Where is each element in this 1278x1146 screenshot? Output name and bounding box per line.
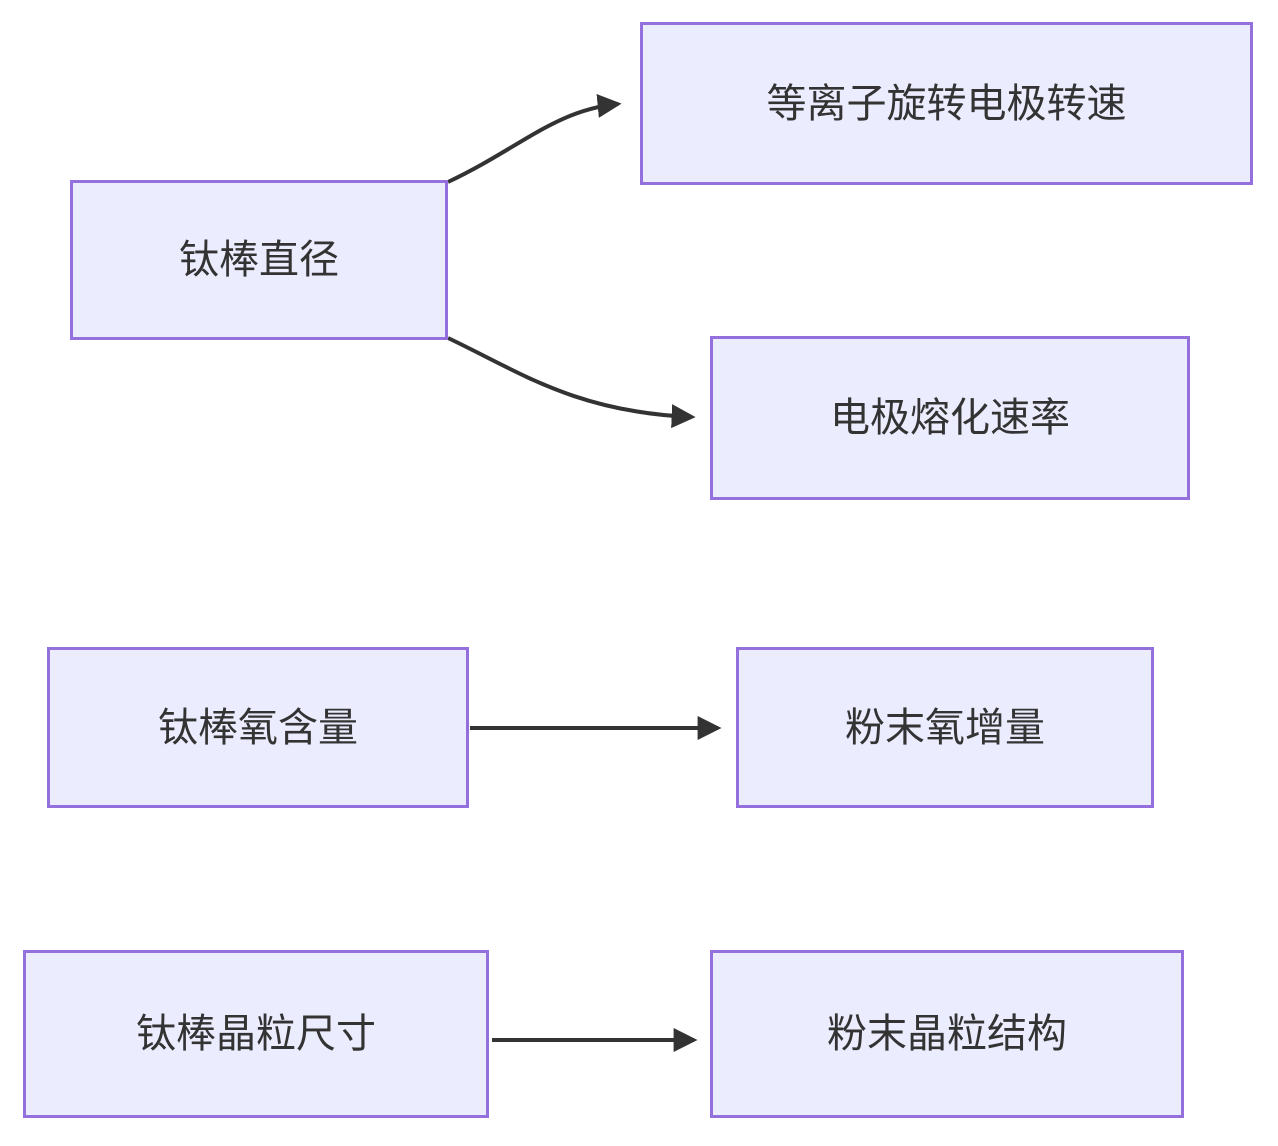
node-label: 粉末氧增量 [845, 705, 1045, 750]
node-powder-grain-structure: 粉末晶粒结构 [710, 950, 1184, 1118]
edge-diameter-to-melting-rate [447, 336, 696, 429]
node-plasma-electrode-speed: 等离子旋转电极转速 [640, 22, 1253, 185]
node-titanium-rod-grain-size: 钛棒晶粒尺寸 [23, 950, 489, 1118]
node-label: 钛棒晶粒尺寸 [136, 1012, 376, 1056]
node-titanium-rod-oxygen: 钛棒氧含量 [47, 647, 469, 808]
node-label: 电极熔化速率 [830, 396, 1070, 440]
node-powder-oxygen-increase: 粉末氧增量 [736, 647, 1154, 808]
node-label: 钛棒直径 [179, 238, 339, 282]
node-titanium-rod-diameter: 钛棒直径 [70, 180, 448, 340]
node-label: 钛棒氧含量 [158, 705, 358, 750]
edge-diameter-to-electrode-speed [447, 93, 622, 184]
node-label: 粉末晶粒结构 [827, 1012, 1067, 1056]
node-label: 等离子旋转电极转速 [766, 81, 1127, 126]
node-electrode-melting-rate: 电极熔化速率 [710, 336, 1190, 500]
